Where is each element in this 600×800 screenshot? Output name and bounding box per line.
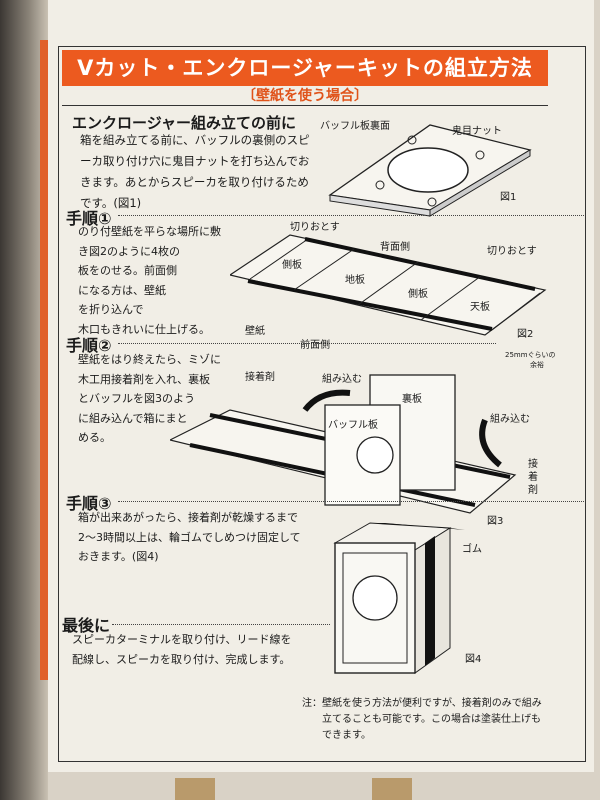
figure-2-panels-diagram	[230, 234, 547, 336]
divider	[112, 624, 330, 625]
note-text: 壁紙を使う方法が便利ですが、接着剤のみで組み 立てることも可能です。この場合は塗…	[322, 698, 542, 741]
fig3-label-glue-right: 接着剤	[528, 459, 538, 496]
fig2-label-side-panel-2: 側板	[408, 289, 428, 300]
fig4-label-rubber: ゴム	[462, 544, 482, 555]
tape-strip	[372, 778, 412, 800]
fig3-label-assemble-right: 組み込む	[490, 414, 530, 425]
figure-1-baffle-diagram	[328, 124, 532, 217]
fig3-label-baffle: バッフル板	[328, 420, 378, 431]
fig3-caption: 図3	[487, 516, 504, 527]
divider	[118, 501, 584, 502]
divider	[118, 215, 584, 216]
fig2-label-back-side: 背面側	[380, 242, 410, 253]
fig1-label-nut: 鬼目ナット	[452, 126, 502, 137]
fig1-label-baffle-back: バッフル板裏面	[320, 121, 390, 132]
step3-heading: 手順③	[66, 494, 112, 513]
fig2-label-wallpaper: 壁紙	[245, 326, 265, 337]
figure-3-assembly-diagram	[170, 374, 517, 514]
fig2-label-bottom-panel: 地板	[345, 275, 365, 286]
fig2-label-cut-left: 切りおとす	[290, 222, 340, 233]
figure-4-box-diagram	[333, 522, 465, 674]
step1-text: のり付壁紙を平らな場所に敷 き図2のように4枚の 板をのせる。前面側 になる方は…	[78, 225, 221, 336]
step1-heading: 手順①	[66, 209, 112, 228]
intro-heading: エンクロージャー組み立ての前に	[72, 114, 296, 132]
fig2-label-side-panel-1: 側板	[282, 260, 302, 271]
tape-strip	[175, 778, 215, 800]
fig4-caption: 図4	[465, 654, 482, 665]
step3-text: 箱が出来あがったら、接着剤が乾燥するまで 2〜3時間以上は、輪ゴムでしめつけ固定…	[78, 511, 301, 563]
fig2-label-cut-right: 切りおとす	[487, 246, 537, 257]
page-title: Vカット・エンクロージャーキットの組立方法	[62, 50, 548, 86]
step2-text: 壁紙をはり終えたら、ミゾに 木工用接着剤を入れ、裏板 とバッフルを図3のよう に…	[78, 353, 221, 444]
instruction-sheet	[48, 0, 594, 772]
fig2-margin-note: 25mmぐらいの	[505, 351, 556, 359]
page-subtitle: 〔壁紙を使う場合〕	[62, 86, 548, 106]
sheet-frame	[58, 46, 586, 762]
fig3-label-assemble-left: 組み込む	[322, 374, 362, 385]
final-text: スピーカターミナルを取り付け、リード線を 配線し、スピーカを取り付け、完成します…	[72, 633, 292, 666]
fig1-caption: 図1	[500, 192, 517, 203]
fig2-label-top-panel: 天板	[470, 302, 490, 313]
box-side-strip	[40, 40, 48, 680]
fig2-label-front-side: 前面側	[300, 340, 330, 351]
note-label: 注：	[302, 698, 322, 709]
fig2-caption: 図2	[517, 329, 534, 340]
fig2-margin-note-2: 余裕	[530, 361, 544, 369]
fig3-label-glue: 接着剤	[245, 372, 275, 383]
final-heading: 最後に	[62, 616, 111, 635]
fig3-label-back-panel: 裏板	[402, 394, 422, 405]
divider	[118, 343, 496, 344]
intro-text: 箱を組み立てる前に、バッフルの裏側のスピ ーカ取り付け穴に鬼目ナットを打ち込んで…	[80, 133, 310, 210]
step2-heading: 手順②	[66, 336, 112, 355]
